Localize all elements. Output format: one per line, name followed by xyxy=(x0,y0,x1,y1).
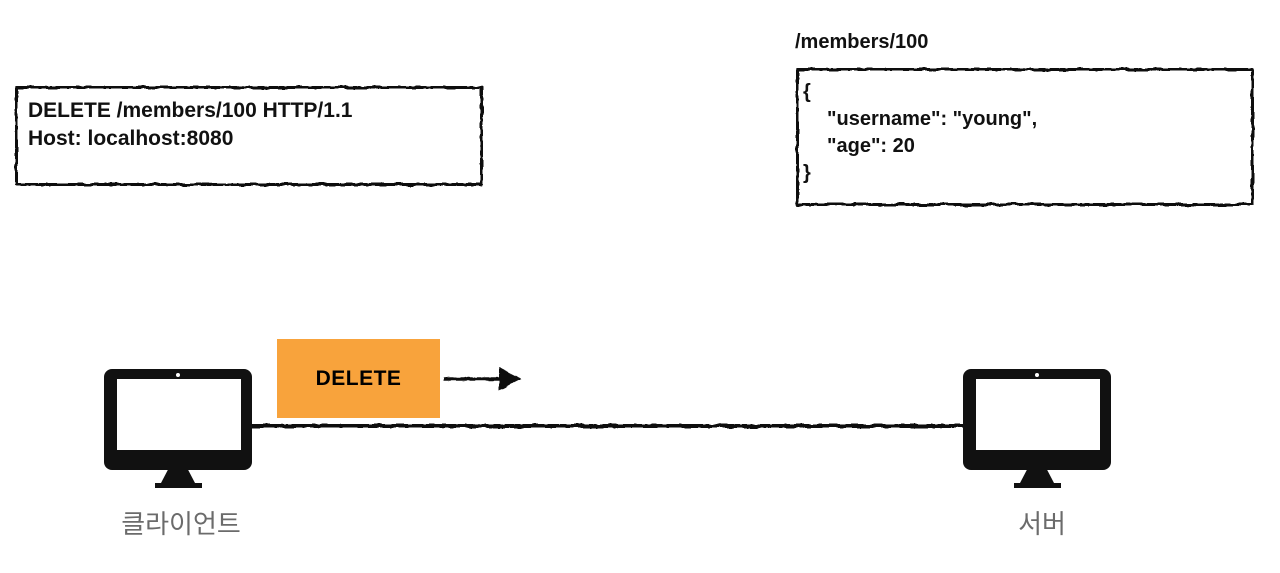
client-server-connection-line xyxy=(251,424,963,428)
monitor-screen xyxy=(976,379,1100,450)
monitor-screen xyxy=(117,379,241,450)
camera-dot-icon xyxy=(176,372,180,377)
resource-path-label: /members/100 xyxy=(795,31,929,53)
monitor-base xyxy=(154,483,202,488)
right-arrow-icon xyxy=(444,368,521,390)
json-username-line: "username": "young", xyxy=(827,108,1038,130)
request-start-line: DELETE /members/100 HTTP/1.1 xyxy=(28,99,353,122)
json-age-line: "age": 20 xyxy=(827,135,915,157)
monitor-frame xyxy=(963,369,1111,470)
camera-dot-icon xyxy=(1035,372,1039,377)
delete-method-label: DELETE xyxy=(315,366,402,390)
monitor-stand xyxy=(161,470,195,483)
monitor-frame xyxy=(104,369,252,470)
server-computer-icon xyxy=(963,369,1111,488)
http-request-box: DELETE /members/100 HTTP/1.1 Host: local… xyxy=(15,86,483,186)
json-open-brace: { xyxy=(803,81,811,103)
delete-method-box: DELETE xyxy=(277,339,440,418)
json-close-brace: } xyxy=(803,162,811,184)
monitor-stand xyxy=(1020,470,1054,483)
server-label: 서버 xyxy=(1018,509,1066,539)
monitor-base xyxy=(1013,483,1061,488)
client-label: 클라이언트 xyxy=(121,509,241,539)
resource-body-box: { "username": "young", "age": 20 } xyxy=(796,68,1254,206)
request-host-line: Host: localhost:8080 xyxy=(28,127,234,150)
client-computer-icon xyxy=(104,369,252,488)
